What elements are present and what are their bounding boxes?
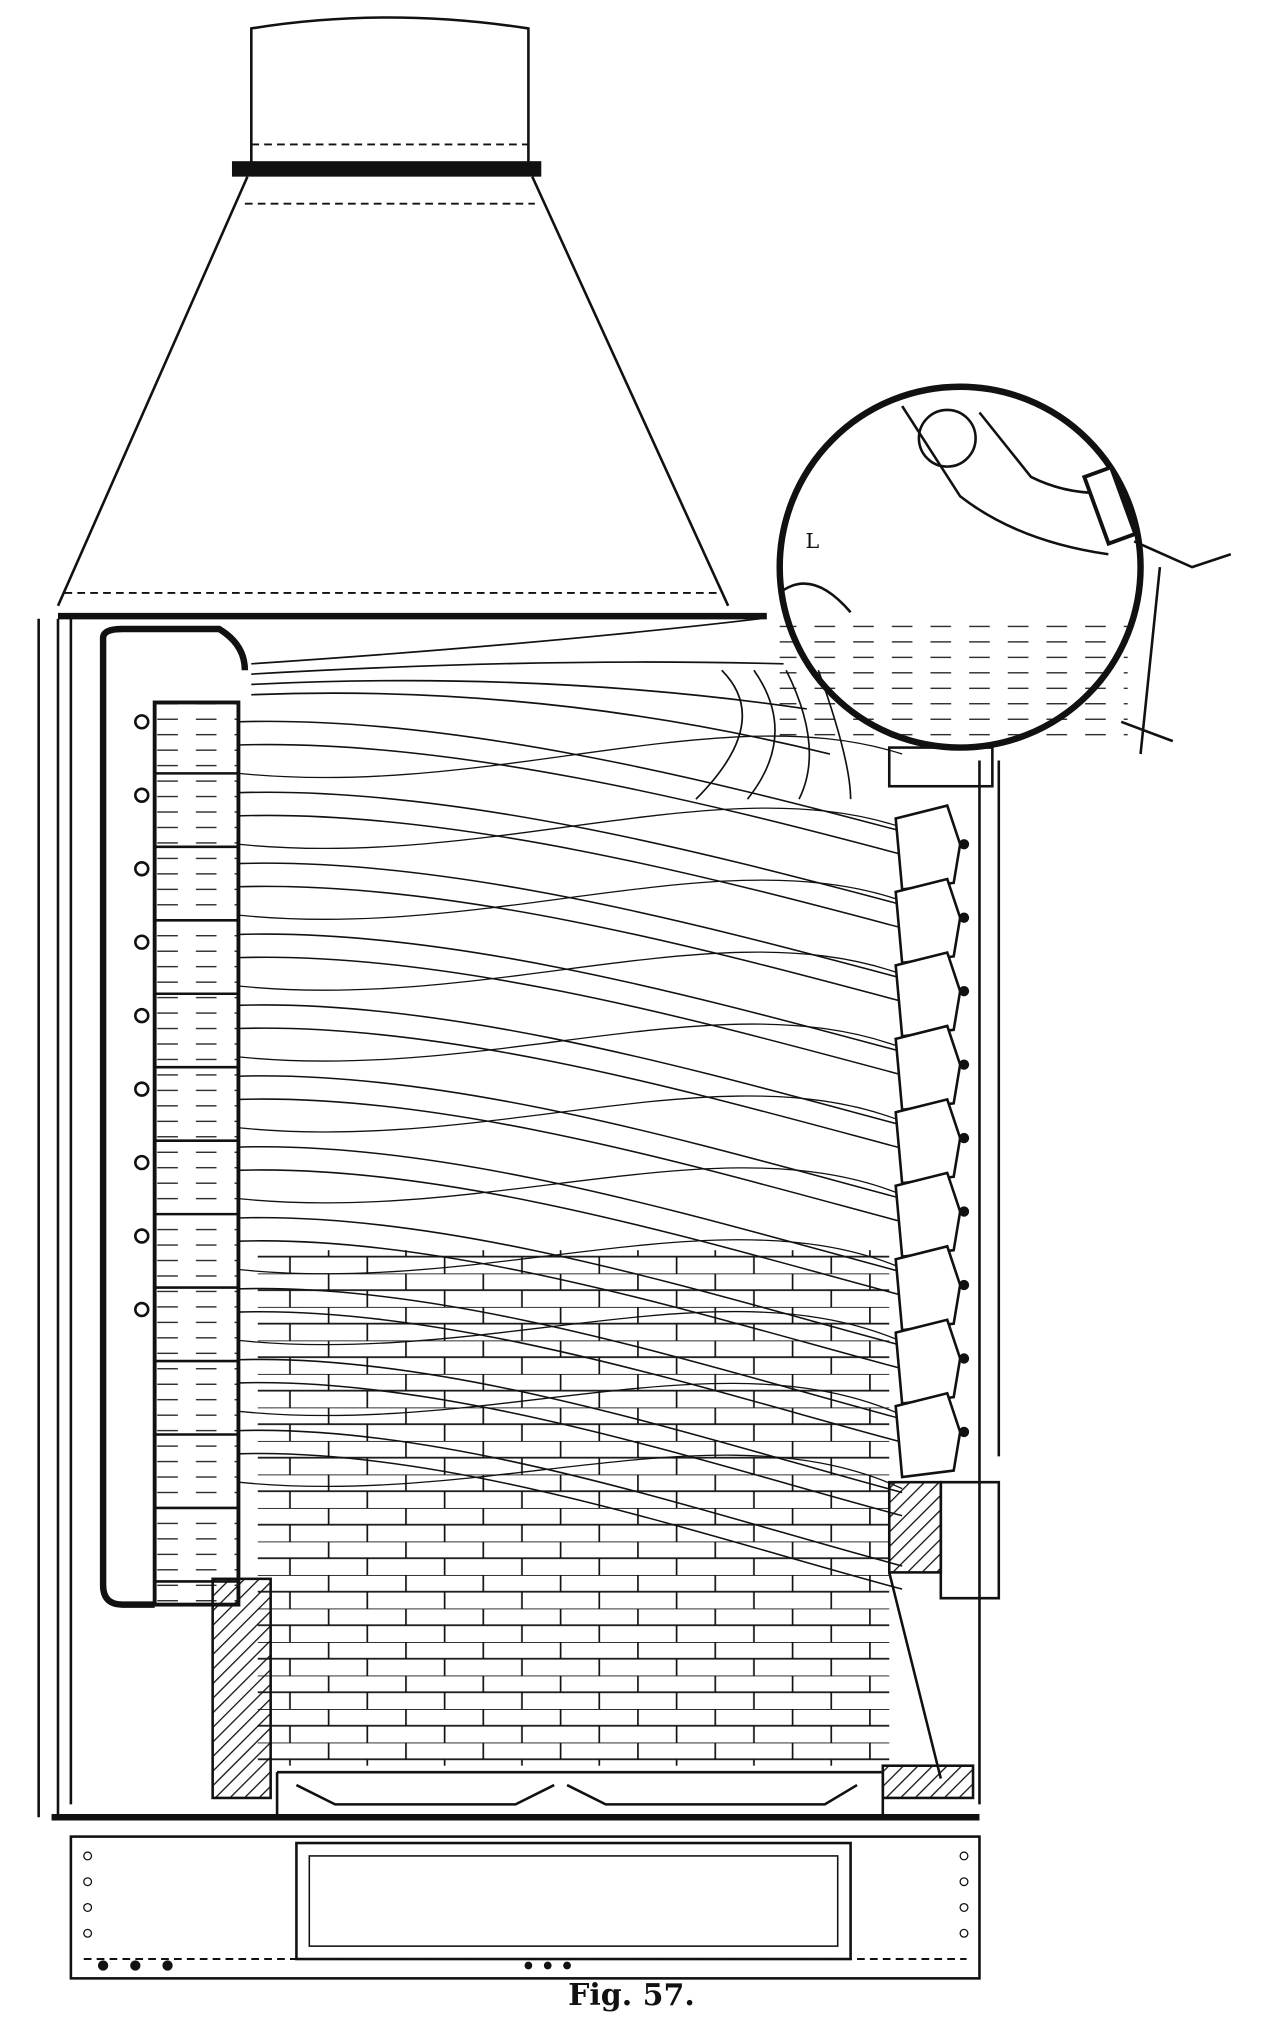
drum-tube: [251, 617, 761, 665]
rear-header-box: [894, 1391, 962, 1479]
rivet: [83, 1902, 93, 1912]
tube-cross: [238, 1239, 903, 1275]
tube-edge: [238, 933, 903, 1053]
tube-cross: [238, 1095, 903, 1133]
brick-setting: [211, 1250, 1001, 1800]
rivet: [959, 1877, 969, 1887]
tube-cross: [238, 1167, 903, 1204]
tube-edge: [238, 1075, 903, 1200]
figure-caption: Fig. 57.: [568, 1978, 695, 2013]
tube-cross: [238, 735, 903, 779]
handhole-cap: [134, 1154, 150, 1171]
tube-edge: [238, 1358, 903, 1494]
tube-edge: [238, 1381, 903, 1517]
rear-header-box: [894, 950, 962, 1038]
drum-tube: [251, 692, 831, 755]
handhole-cap: [958, 1059, 970, 1070]
handhole-cap: [958, 1206, 970, 1217]
handhole-cap: [134, 1301, 150, 1318]
tube-edge: [238, 1027, 903, 1150]
drum-tube: [695, 669, 744, 800]
drum-tube: [785, 669, 811, 800]
handhole-cap: [134, 1081, 150, 1097]
rivet: [83, 1851, 93, 1861]
base-frame: [51, 1770, 981, 1980]
front-header: [99, 625, 249, 1608]
drum-tube: [251, 661, 784, 675]
tube-cross: [238, 1382, 903, 1417]
handhole-cap: [958, 1279, 970, 1291]
handhole-cap: [134, 1007, 150, 1024]
rivet: [959, 1902, 969, 1912]
handhole-cap: [958, 1353, 970, 1364]
tube-edge: [238, 1240, 903, 1370]
rivet: [130, 1960, 141, 1971]
tube-edge: [238, 814, 903, 929]
drum-tube: [251, 679, 807, 710]
tube-edge: [238, 885, 903, 1003]
chimney: [56, 16, 730, 607]
tube-cross: [238, 1023, 903, 1062]
rivet: [162, 1960, 173, 1971]
tube-edge: [238, 743, 903, 856]
tube-edge: [238, 1287, 903, 1420]
handhole-cap: [134, 1228, 150, 1244]
rear-header-box: [894, 1244, 962, 1332]
rivet: [83, 1877, 93, 1887]
casing: [37, 612, 1001, 1818]
rear-header-box: [894, 1318, 962, 1406]
tube-edge: [238, 1216, 903, 1347]
rear-header-box: [894, 1024, 962, 1112]
rivet: [543, 1961, 552, 1970]
tube-edge: [238, 1310, 903, 1443]
handhole-cap: [134, 860, 150, 877]
rivet: [563, 1961, 571, 1970]
tube-cross: [238, 879, 903, 920]
rear-header-box: [894, 1171, 962, 1259]
rivet: [524, 1961, 533, 1970]
rivet: [959, 1851, 969, 1861]
rear-headers: [894, 804, 970, 1479]
water-tubes: [238, 617, 903, 1590]
tube-cross: [238, 807, 903, 850]
handhole-cap: [134, 714, 150, 730]
handhole-cap: [134, 934, 150, 950]
rear-header-box: [894, 804, 962, 891]
rivet: [97, 1960, 109, 1971]
tube-edge: [238, 1004, 903, 1126]
tube-cross: [238, 951, 903, 991]
handhole-cap: [958, 912, 970, 923]
handhole-cap: [958, 839, 970, 850]
rear-header-box: [894, 1097, 962, 1185]
rear-header-box: [894, 877, 962, 965]
rivet: [959, 1928, 969, 1938]
steam-drum: L: [776, 383, 1232, 755]
tube-edge: [238, 1098, 903, 1223]
tube-edge: [238, 1452, 903, 1590]
tube-edge: [238, 1169, 903, 1297]
tube-edge: [238, 1145, 903, 1273]
handhole-cap: [958, 1132, 970, 1144]
handhole-cap: [958, 1426, 970, 1438]
drum-tube: [817, 669, 852, 800]
handhole-cap: [134, 787, 150, 803]
drum-tube: [746, 669, 776, 800]
tube-edge: [238, 956, 903, 1076]
tube-cross: [238, 1310, 903, 1346]
handhole-cap: [958, 986, 970, 997]
rivet: [83, 1928, 93, 1938]
tube-cross: [238, 1454, 903, 1490]
drum-label: L: [805, 529, 819, 553]
tube-edge: [238, 1429, 903, 1567]
